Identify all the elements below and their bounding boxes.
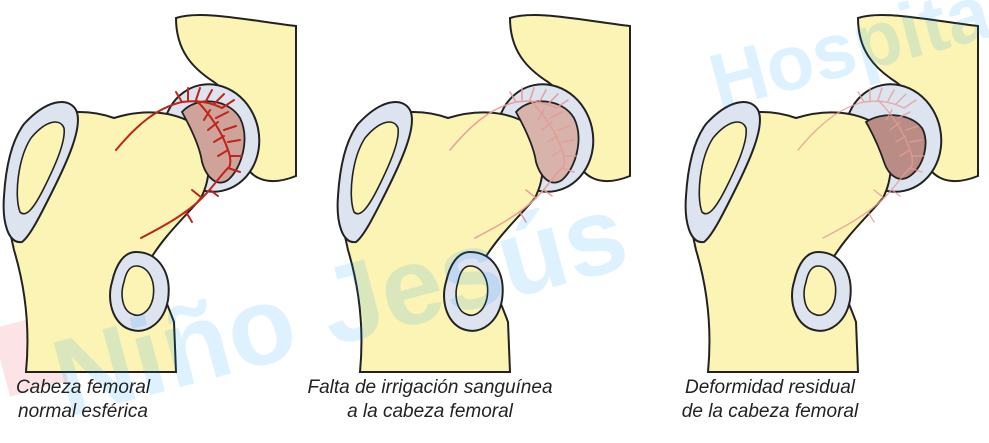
hip-diagrams — [0, 0, 989, 432]
caption-line: Deformidad residual — [645, 376, 895, 400]
caption-line: normal esférica — [0, 400, 178, 424]
diagram-deformed-head — [686, 15, 978, 372]
diagram-avascular-head — [338, 15, 630, 372]
caption-line: a la cabeza femoral — [265, 400, 595, 424]
caption-line: Cabeza femoral — [0, 376, 178, 400]
caption-deformed-head: Deformidad residual de la cabeza femoral — [645, 376, 895, 424]
caption-normal-head: Cabeza femoral normal esférica — [0, 376, 178, 424]
caption-avascular-head: Falta de irrigación sanguínea a la cabez… — [265, 376, 595, 424]
caption-line: Falta de irrigación sanguínea — [265, 376, 595, 400]
caption-line: de la cabeza femoral — [645, 400, 895, 424]
diagram-normal-head — [4, 15, 296, 372]
